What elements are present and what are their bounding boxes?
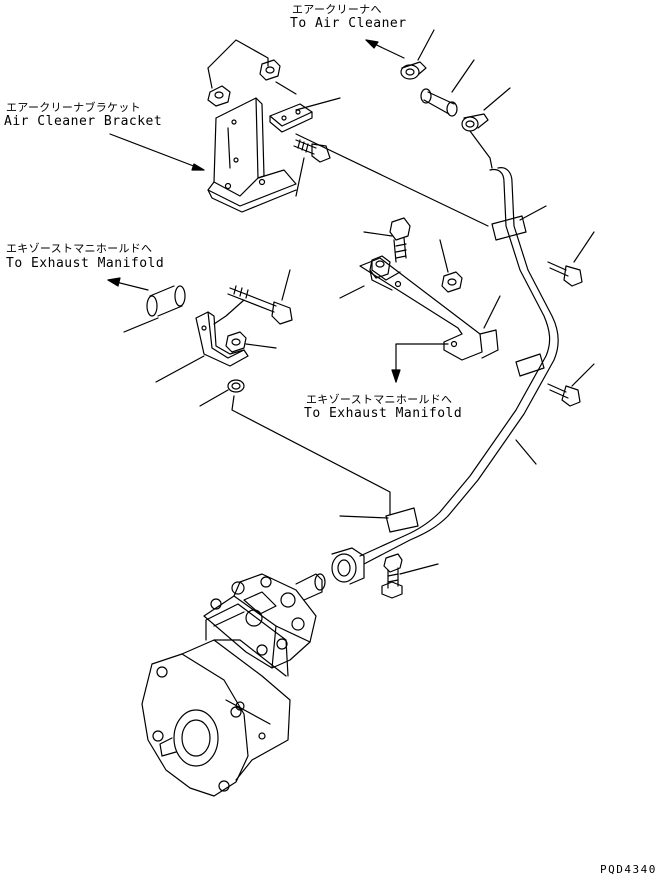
hose-clamp-lower [462,114,488,131]
leader-bolt-exhaust [282,270,290,300]
bracket-en-label: Air Cleaner Bracket [4,114,163,129]
pipe-clip-lower [386,508,418,532]
leader-clip-upper [520,206,546,220]
pipe-nut [332,548,364,584]
bolt-exhaust-long [228,286,292,324]
leader-nut-left [208,68,212,88]
leader-nut-exhaust [246,344,276,348]
exhaust-left-en-label: To Exhaust Manifold [6,256,165,271]
air-cleaner-bracket [208,98,296,212]
leader-hose [452,60,474,92]
bolt-right-upper [548,262,582,286]
pipe-clip-upper [492,216,526,240]
hose-clamp-upper [401,62,426,79]
exhaust-bracket [196,300,248,366]
connect-line-hose [470,131,492,168]
leader-exhaust-bracket [156,356,204,382]
bolt-right-lower [548,384,580,406]
air-compressor [142,574,325,796]
leader-nut-center-right [440,240,448,272]
leader-plate-right [296,98,340,110]
air-pipe [360,168,558,564]
bolt-bracket [294,140,330,162]
pipe-clip-middle [516,354,544,376]
nut-top-right [260,60,280,80]
nut-center-right [442,272,462,292]
exhaust-left-jp-label: エキゾーストマニホールドへ [6,242,153,255]
arrow-to-exhaust-left [108,278,148,290]
air-cleaner-jp-label: エアークリーナへ [292,3,382,16]
exhaust-center-en-label: To Exhaust Manifold [304,406,463,421]
leader-bolt-center [364,232,392,236]
leader-clamp-lower [484,88,510,110]
arrow-to-air-cleaner [366,40,404,58]
exhaust-center-jp-label: エキゾーストマニホールドへ [306,393,453,406]
leader-center-bracket-right [484,296,500,328]
center-bracket [360,258,498,360]
leader-nuts-top [208,40,268,68]
air-cleaner-en-label: To Air Cleaner [290,16,407,31]
leader-clip-lower [340,516,388,518]
washer [228,380,244,392]
bolt-compressor [382,554,402,598]
nut-exhaust [226,332,246,352]
leader-center-bracket [340,286,364,298]
bolt-center [390,218,410,262]
leader-bolt-right-lower [572,364,594,386]
arrow-bracket [110,134,204,170]
connect-line-bracket [296,134,488,226]
leader-pipe [516,440,536,464]
bracket-jp-label: エアークリーナブラケット [6,101,141,114]
leader-clamp-upper [418,30,434,60]
leader-spacer-tube [124,318,158,332]
leader-washer [200,390,228,406]
leader-bolt-bracket [296,158,304,196]
nut-top-left [208,86,230,106]
spacer-tube [147,286,185,316]
leader-bolt-right-upper [574,232,594,262]
leader-plate [276,82,296,94]
bracket-plate [270,104,312,132]
connect-line-spacer [232,396,390,514]
figure-code: PQD4340 [600,863,657,876]
nut-center [370,256,390,278]
leader-bolt-compressor [400,564,438,574]
arrow-to-exhaust-center [392,344,448,382]
air-hose [421,89,457,116]
